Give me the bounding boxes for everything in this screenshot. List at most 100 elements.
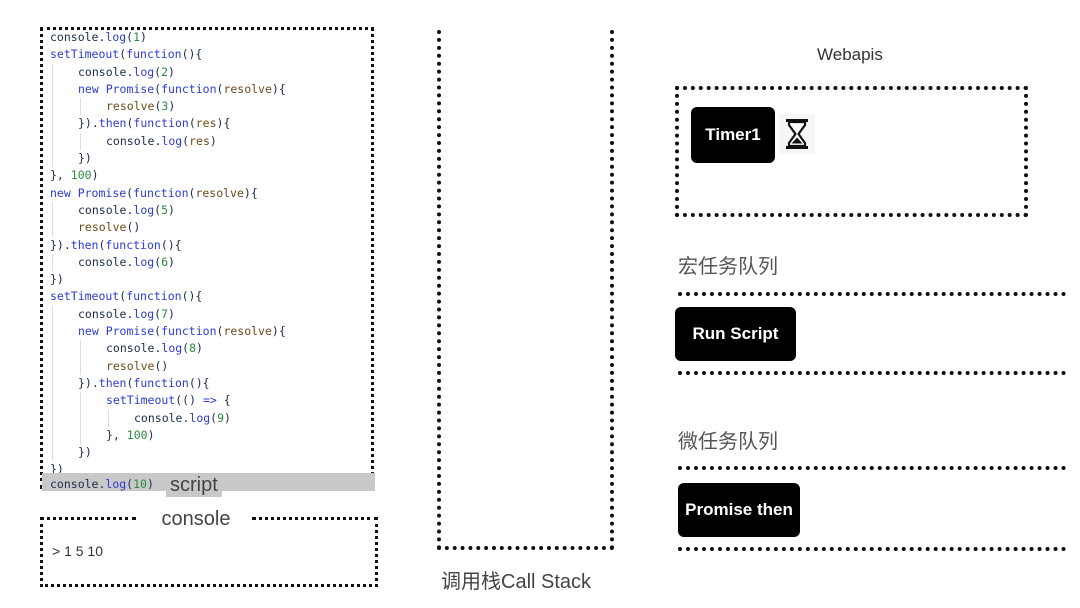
code-token: console. — [78, 254, 134, 269]
code-line: console.log(res) — [42, 132, 374, 151]
code-line: console.log(2) — [42, 63, 374, 81]
code-line: console.log(7) — [42, 305, 374, 324]
code-line: }) — [42, 150, 374, 168]
code-line: }).then(function(){ — [42, 374, 374, 393]
indent-guide — [80, 426, 81, 445]
console-panel — [40, 517, 378, 587]
code-token: (){ — [181, 289, 203, 304]
console-output: > 1 5 10 — [52, 543, 103, 559]
code-token: ( — [126, 30, 134, 44]
code-token: }). — [50, 237, 71, 252]
code-token: log — [105, 477, 127, 491]
indent-guide — [52, 115, 53, 133]
code-text: setTimeout(() => { — [106, 392, 231, 409]
code-token: ) — [168, 254, 175, 269]
code-token: ( — [154, 324, 162, 339]
indent-guide — [52, 219, 53, 237]
code-token: ( — [119, 47, 127, 62]
code-token: 1 — [133, 30, 141, 44]
code-text: resolve() — [106, 358, 168, 375]
code-token: log — [161, 133, 183, 148]
code-token: setTimeout — [106, 393, 176, 408]
code-token: ) — [91, 168, 99, 183]
code-token: resolve — [223, 324, 272, 339]
code-editor: console.log(1)setTimeout(function(){cons… — [42, 29, 374, 475]
code-line: resolve(3) — [42, 98, 374, 116]
code-token: ) — [168, 202, 175, 217]
code-token: then — [70, 237, 99, 252]
code-token: then — [98, 116, 127, 131]
code-text: new Promise(function(resolve){ — [50, 185, 258, 202]
code-token: }) — [78, 151, 92, 166]
code-token: resolve — [106, 99, 155, 114]
code-text: }, 100) — [50, 167, 99, 184]
code-token: console. — [50, 30, 106, 44]
code-token: Promise — [105, 81, 155, 96]
code-token: log — [133, 254, 155, 269]
code-token: console. — [106, 133, 162, 148]
promise-then-task: Promise then — [678, 483, 800, 537]
indent-guide — [52, 253, 53, 272]
code-token: 5 — [161, 202, 169, 217]
code-token: ( — [188, 116, 196, 131]
code-token: ( — [119, 289, 127, 304]
code-token: Promise — [77, 185, 127, 200]
code-token: resolve — [223, 81, 272, 96]
code-line: }, 100) — [42, 167, 374, 184]
code-token: 3 — [161, 99, 169, 114]
code-line: console.log(9) — [42, 409, 374, 427]
code-text: }) — [78, 444, 92, 461]
indent-guide — [80, 357, 81, 375]
code-token: resolve — [195, 185, 244, 200]
code-text: resolve() — [78, 219, 140, 236]
indent-guide — [52, 80, 53, 99]
code-text: console.log(1) — [50, 29, 147, 46]
code-token: ( — [126, 477, 134, 491]
code-token: ) — [168, 99, 176, 114]
code-text: }).then(function(){ — [50, 237, 182, 254]
indent-guide — [80, 340, 81, 358]
code-token: function — [133, 116, 189, 131]
call-stack-bottom — [437, 546, 614, 550]
code-line: }).then(function(res){ — [42, 115, 374, 133]
indent-guide — [52, 150, 53, 168]
code-token: ){ — [243, 185, 258, 200]
code-token: setTimeout — [50, 289, 120, 304]
code-text: }) — [50, 461, 64, 475]
indent-guide — [52, 392, 53, 410]
code-token: => — [202, 393, 217, 408]
indent-guide — [52, 63, 53, 81]
code-token: ( — [182, 133, 190, 148]
code-text: }) — [50, 271, 64, 288]
code-line: new Promise(function(resolve){ — [42, 80, 374, 99]
indent-guide — [52, 323, 53, 341]
code-line: resolve() — [42, 357, 374, 375]
console-top-border-left — [40, 517, 136, 520]
micro-task-queue-label: 微任务队列 — [678, 431, 778, 453]
code-line: }) — [42, 444, 374, 462]
code-token: ( — [188, 185, 196, 200]
call-stack-label: 调用栈Call Stack — [441, 571, 592, 593]
indent-guide — [52, 444, 53, 462]
indent-guide — [52, 98, 53, 116]
code-token: function — [133, 375, 189, 390]
code-token: ) — [196, 341, 203, 356]
code-token: }, — [106, 427, 127, 442]
code-token: 2 — [161, 64, 169, 79]
webapis-box — [675, 86, 1028, 217]
code-token: (){ — [188, 375, 210, 390]
indent-guide — [80, 98, 81, 116]
indent-guide — [52, 132, 53, 151]
code-line: resolve() — [42, 219, 374, 237]
code-line: }) — [42, 461, 374, 475]
code-token: 9 — [217, 410, 225, 425]
code-token: console. — [134, 410, 190, 425]
code-line: }) — [42, 271, 374, 288]
code-text: resolve(3) — [106, 98, 175, 115]
hourglass-icon — [779, 114, 815, 154]
indent-guide — [80, 409, 81, 427]
code-token: ){ — [216, 116, 231, 131]
code-token: console. — [50, 477, 106, 491]
code-token: log — [189, 410, 211, 425]
micro-queue-bottom-line — [678, 547, 1066, 551]
